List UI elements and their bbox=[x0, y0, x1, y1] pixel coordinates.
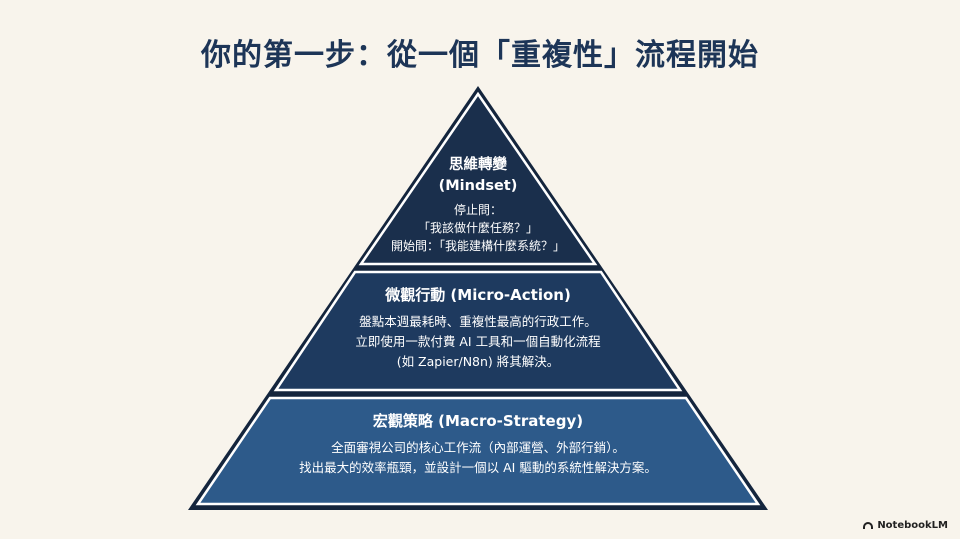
tier-bottom-line: 找出最大的效率瓶頸，並設計一個以 AI 驅動的系統性解決方案。 bbox=[299, 460, 657, 475]
pyramid-tier-top bbox=[358, 91, 598, 266]
tier-top-text: 思維轉變 (Mindset) 停止問： 「我該做什麼任務？」 開始問：「我能建構… bbox=[368, 155, 588, 255]
tier-top-line: 「我該做什麼任務？」 bbox=[417, 221, 538, 235]
tier-top-subtitle: (Mindset) bbox=[438, 178, 518, 194]
tier-middle-text: 微觀行動 (Micro-Action) 盤點本週最耗時、重複性最高的行政工作。 … bbox=[300, 284, 656, 372]
tier-bottom-line: 全面審視公司的核心工作流（內部運營、外部行銷）。 bbox=[331, 440, 625, 455]
tier-middle-body: 盤點本週最耗時、重複性最高的行政工作。 立即使用一款付費 AI 工具和一個自動化… bbox=[300, 312, 656, 372]
tier-bottom-title: 宏觀策略 (Macro-Strategy) bbox=[372, 412, 584, 430]
tier-middle-line: 立即使用一款付費 AI 工具和一個自動化流程 bbox=[355, 334, 601, 349]
tier-bottom-body: 全面審視公司的核心工作流（內部運營、外部行銷）。 找出最大的效率瓶頸，並設計一個… bbox=[228, 438, 728, 478]
tier-middle-line: (如 Zapier/N8n) 將其解決。 bbox=[396, 354, 560, 369]
pyramid-tier-middle bbox=[273, 270, 683, 392]
tier-top-line: 停止問： bbox=[453, 203, 502, 217]
tier-middle-title: 微觀行動 (Micro-Action) bbox=[385, 286, 571, 304]
tier-middle-line: 盤點本週最耗時、重複性最高的行政工作。 bbox=[359, 314, 597, 329]
page-title: 你的第一步：從一個「重複性」流程開始 bbox=[201, 38, 759, 73]
watermark-label: NotebookLM bbox=[877, 520, 948, 531]
tier-bottom-text: 宏觀策略 (Macro-Strategy) 全面審視公司的核心工作流（內部運營、… bbox=[228, 410, 728, 478]
notebooklm-logo-icon bbox=[863, 522, 874, 529]
pyramid-tier-bottom bbox=[195, 396, 761, 506]
tier-top-line: 開始問：「我能建構什麼系統？」 bbox=[390, 239, 565, 253]
tier-top-title: 思維轉變 bbox=[449, 157, 507, 173]
tier-top-body: 停止問： 「我該做什麼任務？」 開始問：「我能建構什麼系統？」 bbox=[368, 201, 588, 255]
notebooklm-watermark: NotebookLM bbox=[863, 520, 948, 531]
